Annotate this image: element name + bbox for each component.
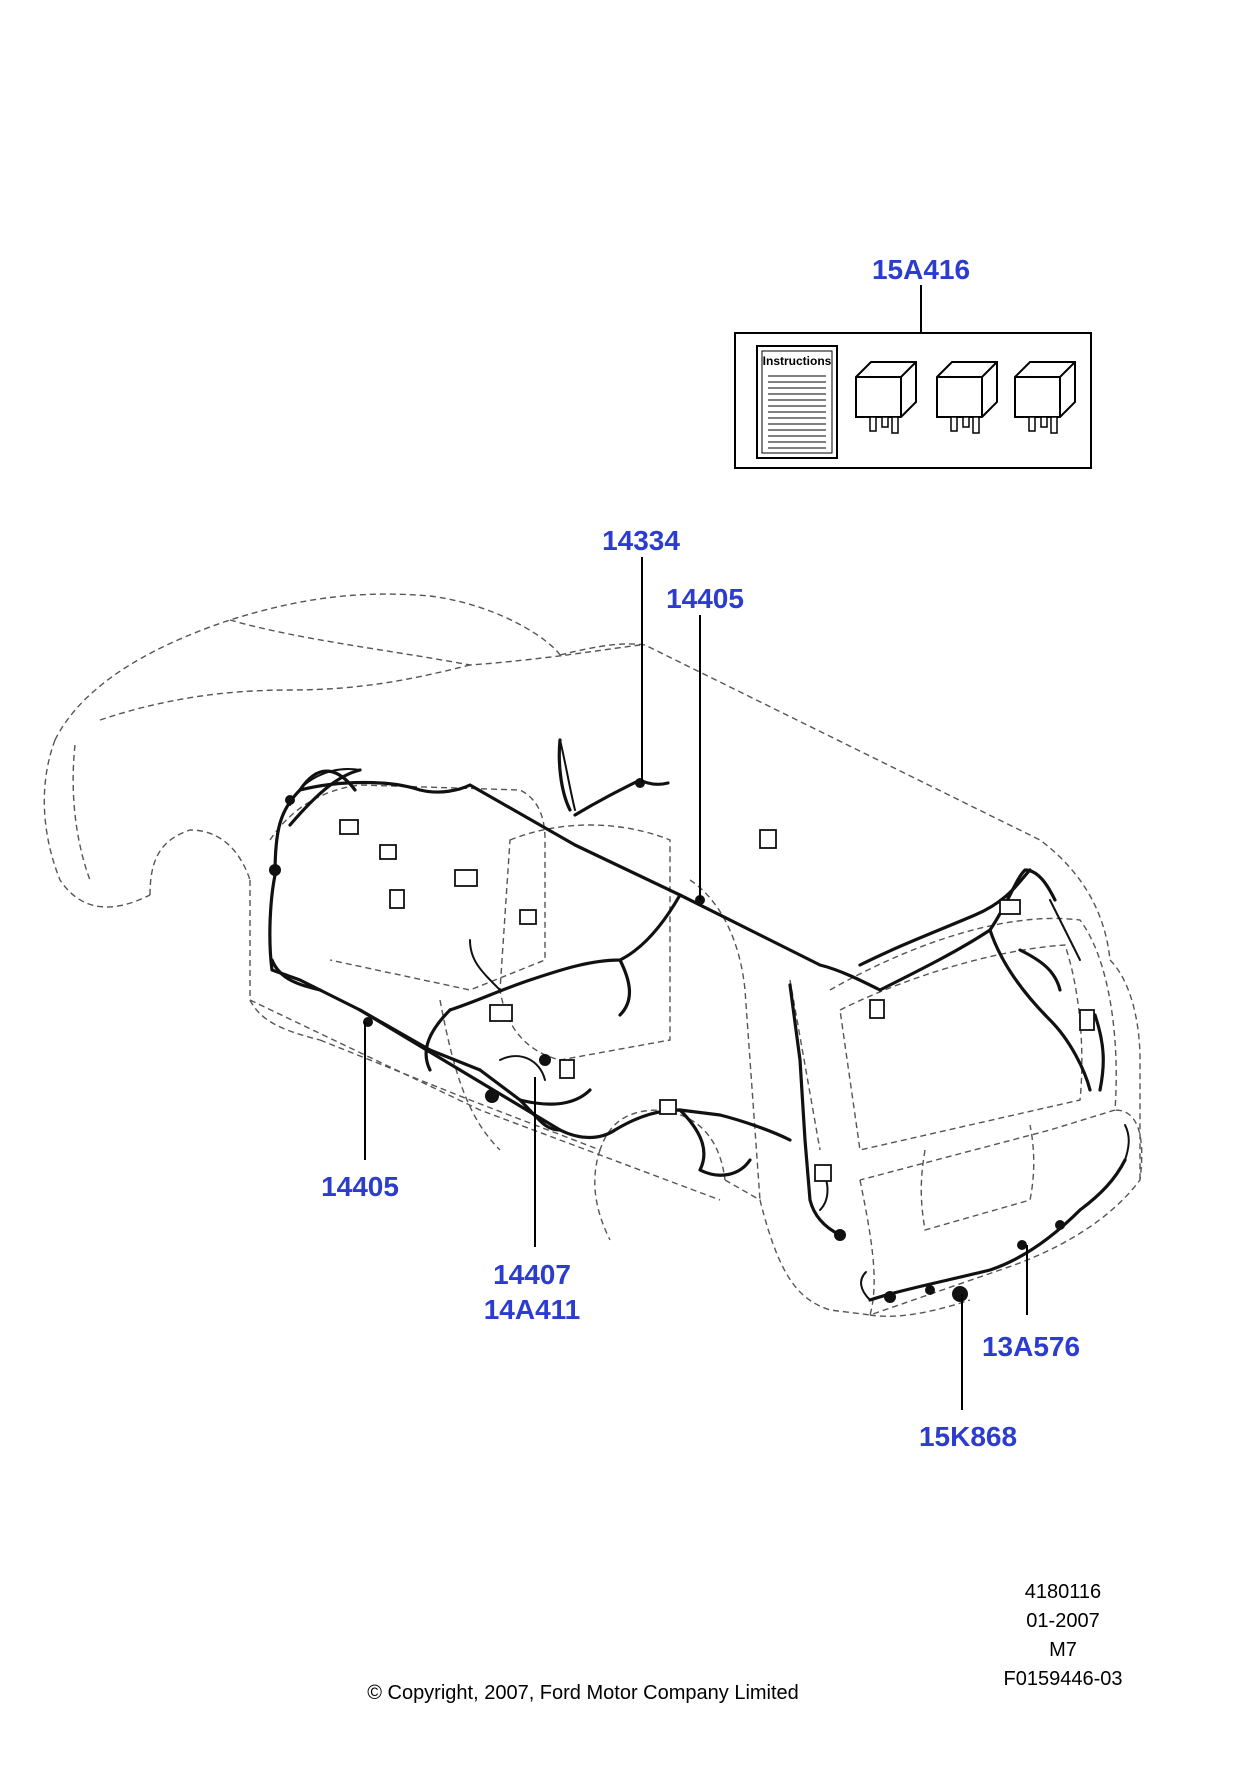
- relay-1: [855, 361, 917, 434]
- relay-kit: Instructions: [734, 332, 1092, 469]
- ref-number: 4180116: [1025, 1581, 1101, 1603]
- relay-3: [1014, 361, 1076, 434]
- footer: 4180116 01-2007 M7 F0159446-03 © Copyrig…: [367, 1581, 1122, 1704]
- vehicle-body-outline: [43, 593, 1143, 1318]
- callout-15K868: 15K868: [919, 1421, 1017, 1452]
- callout-labels: 15A416 14334 14405 14405 14407 14A411 13…: [321, 254, 1080, 1452]
- relay-2: [936, 361, 998, 434]
- callout-14405-top: 14405: [666, 583, 744, 614]
- instructions-title: Instructions: [763, 354, 832, 368]
- callout-15A416: 15A416: [872, 254, 970, 285]
- model-code: M7: [1049, 1639, 1077, 1661]
- callout-14407: 14407: [493, 1259, 571, 1290]
- figure-id: F0159446-03: [1004, 1668, 1123, 1690]
- leader-lines: [364, 285, 1028, 1410]
- date-code: 01-2007: [1026, 1610, 1099, 1632]
- copyright: © Copyright, 2007, Ford Motor Company Li…: [367, 1682, 799, 1704]
- wiring-harness: [268, 738, 1130, 1303]
- callout-14405-left: 14405: [321, 1171, 399, 1202]
- callout-13A576: 13A576: [982, 1331, 1080, 1362]
- instructions-sheet: Instructions: [756, 345, 838, 459]
- callout-14334: 14334: [602, 525, 680, 556]
- callout-14A411: 14A411: [484, 1294, 581, 1325]
